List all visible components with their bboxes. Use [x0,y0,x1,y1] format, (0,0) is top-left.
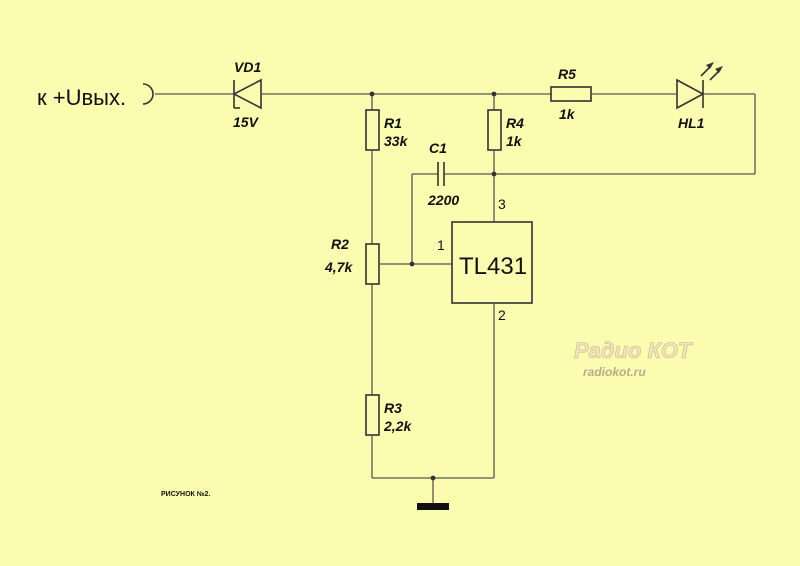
c1-capacitor-icon [437,162,445,186]
zener-diode-icon [232,78,262,110]
junction-dots [369,91,497,481]
input-label: к +Uвых. [37,85,126,110]
ic-tl431-body [451,221,533,304]
c1-ref: C1 [429,140,447,156]
r1-value: 33k [384,133,409,149]
r1-resistor-icon [365,109,380,151]
watermark-logo: Радио КОТ [574,338,693,363]
ic-pin-1: 1 [437,237,445,253]
figure-caption: РИСУНОК №2. [161,490,210,498]
junction-dot [491,171,497,177]
r2-value: 4,7k [324,259,353,275]
hl1-ref: HL1 [678,115,705,131]
r4-value: 1k [506,133,523,149]
vd1-value: 15V [233,114,260,130]
junction-dot [491,91,497,97]
junction-dot [430,475,436,481]
r5-value: 1k [559,106,576,122]
r2-ref: R2 [331,236,349,252]
r3-resistor-icon [365,394,380,436]
ground-icon [417,503,449,510]
r3-value: 2,2k [383,418,412,434]
r4-ref: R4 [506,115,524,131]
c1-value: 2200 [427,192,459,208]
ic-pin-3: 3 [498,196,506,212]
r1-ref: R1 [384,115,402,131]
r2-potentiometer-icon [365,243,380,285]
watermark-url: radiokot.ru [583,365,646,379]
junction-dot [369,91,375,97]
ic-tl431-label: TL431 [459,253,527,280]
r5-resistor-icon [550,86,592,102]
ic-pin-2: 2 [498,307,506,323]
input-terminal-icon [142,83,154,105]
junction-dot [409,261,415,267]
r4-resistor-icon [487,109,502,151]
r5-ref: R5 [558,66,576,82]
vd1-ref: VD1 [234,59,261,75]
r3-ref: R3 [384,400,402,416]
led-icon [676,62,723,110]
